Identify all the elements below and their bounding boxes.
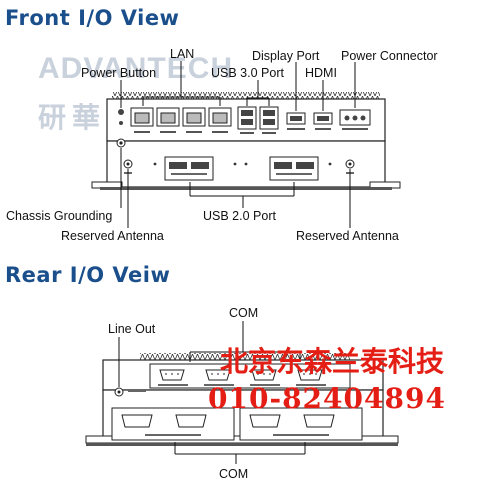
hdmi-label: HDMI <box>305 66 337 80</box>
usb30-label: USB 3.0 Port <box>211 66 284 80</box>
advantech-watermark: ADVANTECH <box>38 52 234 85</box>
reserved-antenna-right-label: Reserved Antenna <box>296 229 399 243</box>
com-bottom-label: COM <box>219 467 249 481</box>
reserved-antenna-left-label: Reserved Antenna <box>61 229 164 243</box>
display-port-label: Display Port <box>252 49 320 63</box>
dongsen-watermark: 北京东森兰泰科技 <box>220 345 445 378</box>
line-out-label: Line Out <box>108 322 156 336</box>
usb20-ports <box>164 156 319 181</box>
chassis-grounding-label: Chassis Grounding <box>6 209 113 223</box>
rear-io-title: Rear I/O Veiw <box>5 263 171 287</box>
com-top-label: COM <box>229 306 259 320</box>
phone-watermark: 010-82404894 <box>208 382 446 415</box>
front-io-title: Front I/O View <box>5 6 180 30</box>
lan-label: LAN <box>170 47 195 61</box>
rear-leader-lines <box>118 321 306 464</box>
power-button-label: Power Button <box>81 66 157 80</box>
power-connector-label: Power Connector <box>341 49 438 63</box>
rear-panel-device <box>85 353 399 446</box>
front-panel-device <box>91 92 401 190</box>
usb20-label: USB 2.0 Port <box>203 209 276 223</box>
usb30-ports <box>237 106 279 130</box>
lan-ports <box>130 107 232 127</box>
front-leader-lines <box>120 61 356 228</box>
